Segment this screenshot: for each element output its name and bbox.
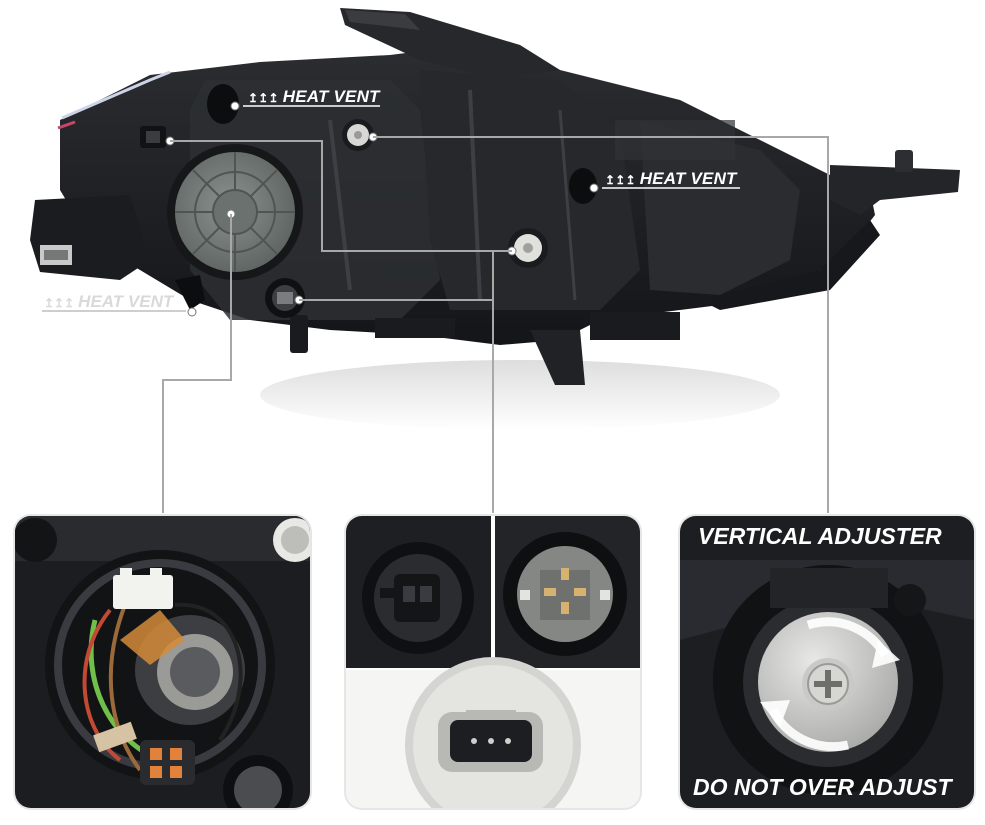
heat-vent-icon: ↥↥↥ [44,296,75,310]
floor-reflection [260,360,780,430]
heat-vent-label-top: ↥↥↥HEAT VENT [248,87,380,106]
vent-cap-top [207,84,239,124]
vent-cap-left [175,275,205,310]
heat-vent-label-left: ↥↥↥HEAT VENT [44,292,174,311]
callout-lines [42,105,829,513]
housing-adjuster-top [342,119,374,151]
rotate-arrows-icon [760,617,900,751]
housing-socket-lower [265,278,305,318]
housing-connector-left [140,126,166,148]
heat-vent-label-right: ↥↥↥HEAT VENT [605,169,737,188]
do-not-over-adjust-warning: DO NOT OVER ADJUST [693,774,952,800]
vertical-adjuster-title: VERTICAL ADJUSTER [698,523,942,549]
panel-connectors [344,514,642,810]
screw-head [807,663,849,705]
orange-connector [140,740,195,785]
panel-wiring [13,514,312,810]
heat-vent-icon: ↥↥↥ [605,173,636,187]
vent-cap-right [569,168,597,204]
panel-vertical-adjuster [678,514,976,810]
housing-adjuster-center [508,228,548,268]
heat-vent-icon: ↥↥↥ [248,91,279,105]
